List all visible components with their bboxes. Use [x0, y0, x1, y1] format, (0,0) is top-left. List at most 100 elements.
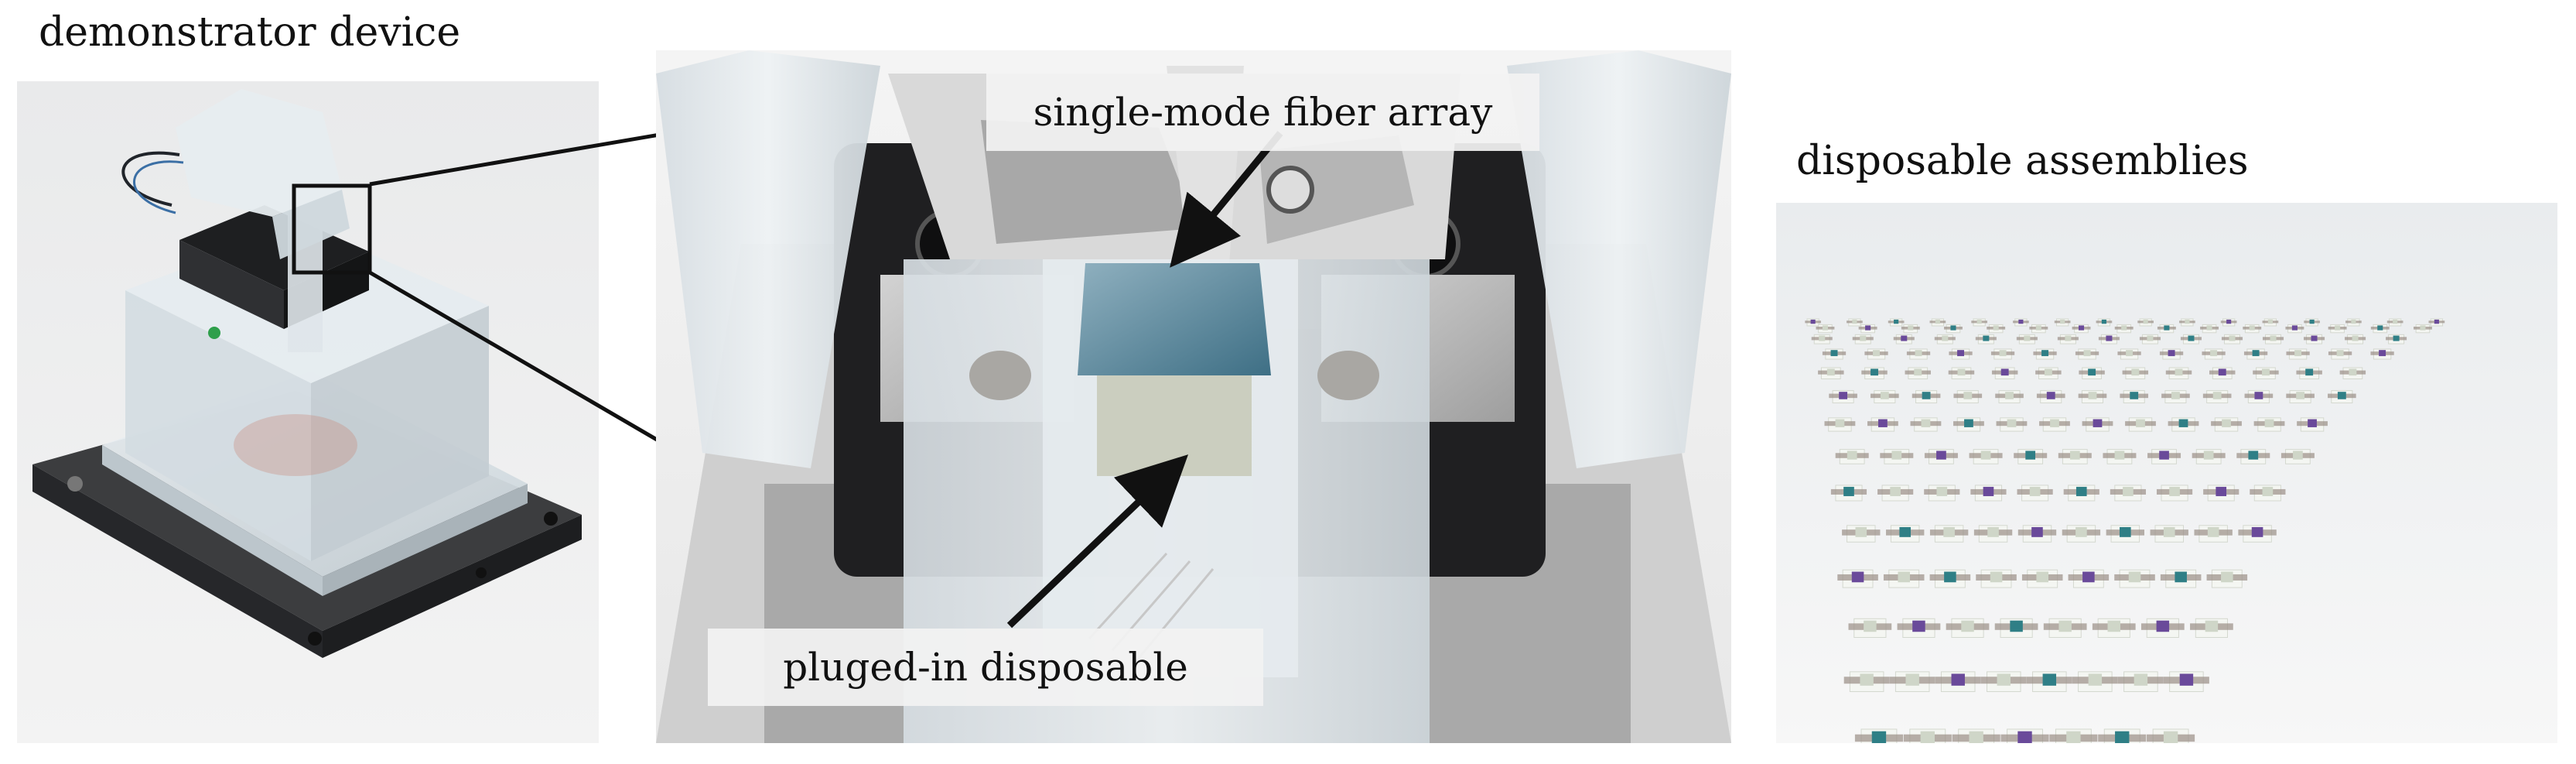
- disposable-chip: [2192, 449, 2226, 464]
- disposable-chip: [2039, 417, 2070, 432]
- disposable-chip: [2428, 318, 2445, 327]
- disposable-chip: [1980, 671, 2027, 692]
- disposable-chip: [2243, 348, 2268, 360]
- disposable-chip: [1953, 417, 1984, 432]
- disposable-chip: [2035, 367, 2062, 379]
- disposable-chip: [2106, 525, 2144, 543]
- disposable-chip: [1994, 618, 2038, 639]
- disposable-chip: [2297, 417, 2328, 432]
- disposable-chip: [1969, 449, 2003, 464]
- disposable-chip: [2200, 324, 2219, 334]
- disposable-chip: [2096, 318, 2113, 327]
- disposable-chip: [2063, 485, 2099, 502]
- disposable-chip: [2043, 618, 2087, 639]
- disposable-chip: [2286, 390, 2315, 404]
- disposable-chip: [1811, 334, 1833, 344]
- disposable-chip: [1847, 318, 1863, 327]
- disposable-chip: [2082, 417, 2113, 432]
- disposable-chip: [2328, 348, 2352, 360]
- zoom-box: [292, 183, 372, 275]
- disposable-chip: [2160, 569, 2202, 588]
- disposable-chip: [1830, 485, 1867, 502]
- disposable-chip: [2075, 348, 2099, 360]
- disposable-chip: [2296, 367, 2322, 379]
- disposable-chip: [1948, 367, 1975, 379]
- assemblies-photo: [1776, 203, 2557, 743]
- disposable-chip: [2280, 449, 2315, 464]
- disposable-chip: [2238, 525, 2277, 543]
- disposable-chip: [1861, 367, 1888, 379]
- disposable-chip: [2262, 334, 2284, 344]
- disposable-chip: [1835, 449, 1869, 464]
- disposable-chip: [1897, 618, 1941, 639]
- disposable-chip: [2262, 318, 2279, 327]
- disposable-chip: [2202, 390, 2232, 404]
- disposable-chip: [1829, 390, 1857, 404]
- disposable-chip: [2236, 449, 2270, 464]
- disposable-chip: [1824, 417, 1856, 432]
- disposable-chip: [1910, 417, 1942, 432]
- disposable-chip: [2013, 318, 2029, 327]
- disposable-chip: [1953, 390, 1983, 404]
- disposable-chip: [2125, 417, 2156, 432]
- disposable-chip: [2147, 728, 2195, 743]
- disposable-chip: [2386, 318, 2403, 327]
- disposable-chip: [1816, 324, 1835, 334]
- disposable-chip: [1905, 367, 1931, 379]
- disposable-chip: [2137, 318, 2154, 327]
- disposable-chip: [1973, 525, 2013, 543]
- disposable-chip: [1867, 417, 1898, 432]
- disposable-chip: [2304, 334, 2325, 344]
- disposable-chip: [2098, 728, 2147, 743]
- disposable-chip: [2117, 348, 2141, 360]
- disposable-chip: [1889, 671, 1935, 692]
- disposable-chip: [2147, 449, 2181, 464]
- disposable-chip: [1934, 334, 1956, 344]
- disposable-chip: [2370, 324, 2390, 334]
- disposable-chip: [2057, 334, 2079, 344]
- disposable-chip: [1924, 449, 1958, 464]
- disposable-chip: [2029, 324, 2048, 334]
- disposable-chip: [1949, 348, 1973, 360]
- disposable-chip: [1944, 324, 1963, 334]
- disposable-chip: [1987, 324, 2006, 334]
- disposable-chip: [2079, 367, 2105, 379]
- disposable-chip: [2211, 417, 2242, 432]
- disposable-chip: [1990, 348, 2015, 360]
- disposable-chip: [2114, 324, 2134, 334]
- disposable-chip: [1912, 390, 1941, 404]
- disposable-chip: [2203, 485, 2239, 502]
- disposable-chip: [2244, 390, 2274, 404]
- disposable-chip: [2120, 390, 2149, 404]
- disposable-chip: [2286, 348, 2310, 360]
- disposable-chip: [1893, 334, 1915, 344]
- disposable-chip: [2114, 569, 2155, 588]
- disposable-chip: [2328, 324, 2347, 334]
- disposable-chip: [2150, 525, 2188, 543]
- disposable-chip: [1952, 728, 2000, 743]
- disposable-chip: [1843, 671, 1890, 692]
- disposable-label: pluged-in disposable: [708, 629, 1263, 706]
- disposable-chip: [2078, 390, 2107, 404]
- disposable-chip: [1822, 348, 1847, 360]
- disposable-chip: [2117, 671, 2164, 692]
- disposable-chip: [2304, 318, 2320, 327]
- disposable-chip: [1805, 318, 1821, 327]
- disposable-chip: [1929, 569, 1971, 588]
- disposable-chip: [1858, 324, 1877, 334]
- disposable-chip: [2062, 525, 2101, 543]
- disposable-chip: [2021, 569, 2063, 588]
- left-caption: demonstrator device: [39, 9, 461, 56]
- disposable-chip: [1888, 318, 1905, 327]
- disposable-chip: [1935, 671, 1981, 692]
- disposable-chip: [1837, 569, 1878, 588]
- disposable-chip: [1901, 324, 1920, 334]
- disposable-chip: [1848, 618, 1892, 639]
- disposable-chip: [2098, 334, 2120, 344]
- disposable-chip: [2209, 367, 2236, 379]
- disposable-chip: [1971, 318, 1987, 327]
- disposable-chip: [2165, 367, 2192, 379]
- disposable-chip: [1877, 485, 1914, 502]
- disposable-chip: [2058, 449, 2092, 464]
- disposable-chip: [2194, 525, 2233, 543]
